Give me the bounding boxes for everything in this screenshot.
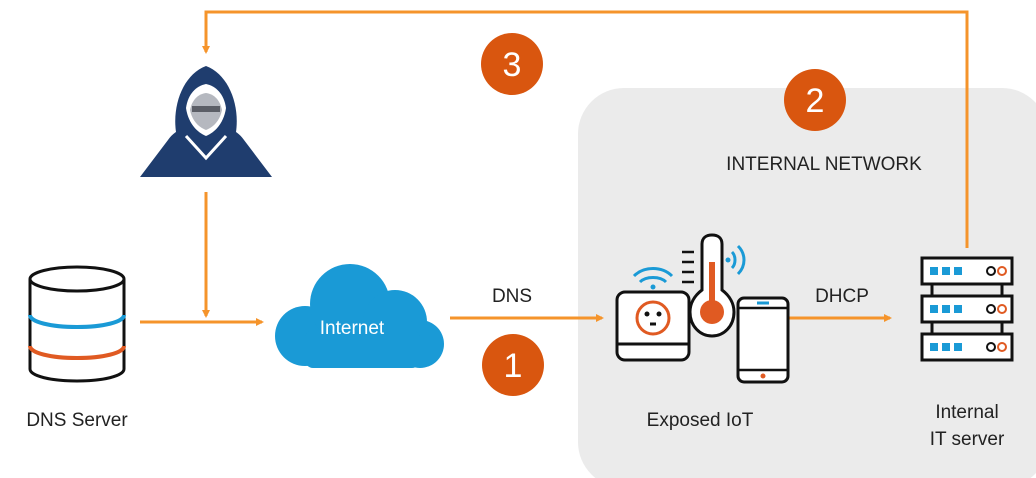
step-badge-3: 3: [481, 33, 543, 95]
svg-text:3: 3: [503, 46, 522, 84]
server-unit: [920, 256, 1014, 286]
exfil-path-arrow: [202, 10, 969, 248]
dns-server-label: DNS Server: [26, 410, 128, 431]
database-icon: [28, 265, 126, 383]
step-badge-1: 1: [482, 334, 544, 396]
internal-network-region: [578, 88, 1036, 478]
thermometer-icon: [682, 233, 746, 338]
tablet-icon: [736, 296, 790, 384]
internal-server-label-line2: IT server: [930, 429, 1005, 450]
dhcp-flow-label: DHCP: [815, 286, 869, 307]
flow-lines: [140, 10, 969, 326]
server-unit: [920, 332, 1014, 362]
dns-flow-label: DNS: [492, 286, 532, 307]
exposed-iot-label: Exposed IoT: [647, 410, 754, 431]
internal-server-label-line1: Internal: [935, 402, 998, 423]
server-rack-icon: [920, 256, 1014, 362]
hooded-hacker-icon: [140, 66, 272, 177]
internet-label: Internet: [320, 318, 385, 339]
smart-plug-icon: [615, 267, 691, 362]
server-unit: [920, 294, 1014, 324]
svg-text:2: 2: [806, 82, 825, 120]
svg-text:1: 1: [504, 347, 523, 385]
cloud-icon: [275, 264, 444, 368]
step-badge-2: 2: [784, 69, 846, 131]
internal-network-label: INTERNAL NETWORK: [726, 154, 922, 175]
